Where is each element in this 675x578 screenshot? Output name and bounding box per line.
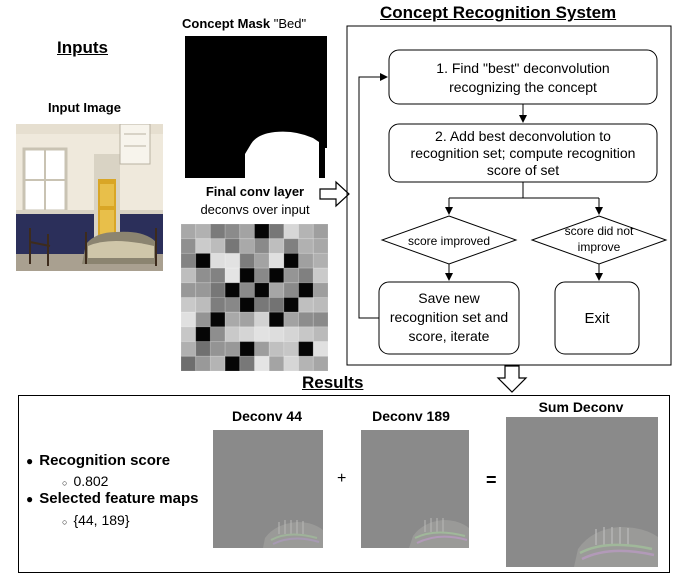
step2-line1: 2. Add best deconvolution to — [435, 128, 611, 144]
step2-line2: recognition set; compute recognition — [411, 145, 636, 161]
step1-line1: 1. Find "best" deconvolution — [436, 60, 609, 76]
plus-sign: + — [337, 470, 347, 487]
decision-not-improved-line1: score did not — [565, 224, 634, 238]
bullet-recognition-score-label: Recognition score — [39, 452, 171, 469]
inputs-heading: Inputs — [57, 38, 108, 57]
concept-mask-label-concept: "Bed" — [273, 16, 307, 31]
selected-maps-value: {44, 189} — [73, 512, 130, 528]
iterate-loop-arrow — [358, 73, 388, 319]
exit-label: Exit — [584, 310, 610, 327]
sum-deconv-image — [506, 417, 658, 567]
deconv-189-label: Deconv 189 — [372, 408, 450, 424]
input-image — [16, 124, 163, 271]
sub-bullet-circle: ○ — [62, 517, 68, 527]
deconv-189-image — [361, 430, 469, 548]
bullet-dot: ● — [26, 454, 34, 468]
input-to-system-arrow — [319, 180, 350, 208]
decision-not-improved-line2: improve — [578, 240, 621, 254]
final-conv-label: Final conv layer — [205, 184, 305, 199]
feature-map-cell — [312, 311, 328, 328]
concept-mask-label-bold: Concept Mask — [182, 16, 271, 31]
sub-bullet-circle: ○ — [62, 478, 68, 488]
bullet-selected-maps-label: Selected feature maps — [39, 490, 199, 507]
step1-box — [388, 49, 658, 105]
feature-map-cell — [268, 311, 285, 328]
save-line1: Save new — [418, 290, 480, 306]
system-frame — [346, 25, 672, 366]
feature-map-cell — [312, 355, 328, 371]
sum-deconv-label: Sum Deconv — [538, 399, 624, 415]
bullet-recognition-score-value: ○ 0.802 — [62, 473, 108, 489]
concept-mask — [185, 36, 327, 178]
final-conv-sublabel: deconvs over input — [200, 202, 310, 217]
deconv-44-label: Deconv 44 — [231, 408, 303, 424]
step1-line2: recognizing the concept — [449, 79, 597, 95]
system-heading: Concept Recognition System — [380, 3, 617, 22]
bullet-dot: ● — [26, 492, 34, 506]
save-line3: score, iterate — [409, 328, 490, 344]
bullet-selected-maps-value: ○ {44, 189} — [62, 512, 130, 528]
input-image-label: Input Image — [48, 100, 121, 115]
equals-sign: = — [486, 470, 497, 490]
exit-box — [554, 281, 640, 355]
step2-line3: score of set — [487, 162, 559, 178]
concept-mask-label: Concept Mask "Bed" — [182, 16, 306, 31]
save-line2: recognition set and — [390, 309, 508, 325]
bullet-selected-maps: ● Selected feature maps — [26, 490, 199, 507]
bullet-recognition-score: ● Recognition score — [26, 452, 170, 469]
system-to-results-arrow — [496, 365, 528, 393]
feature-map-cell — [268, 355, 285, 371]
results-heading: Results — [302, 373, 364, 392]
decision-improved-label: score improved — [408, 234, 490, 248]
deconv-44-image — [213, 430, 323, 548]
recognition-score-value: 0.802 — [73, 473, 109, 489]
deconv-feature-grid — [181, 224, 328, 371]
results-frame — [18, 395, 670, 573]
